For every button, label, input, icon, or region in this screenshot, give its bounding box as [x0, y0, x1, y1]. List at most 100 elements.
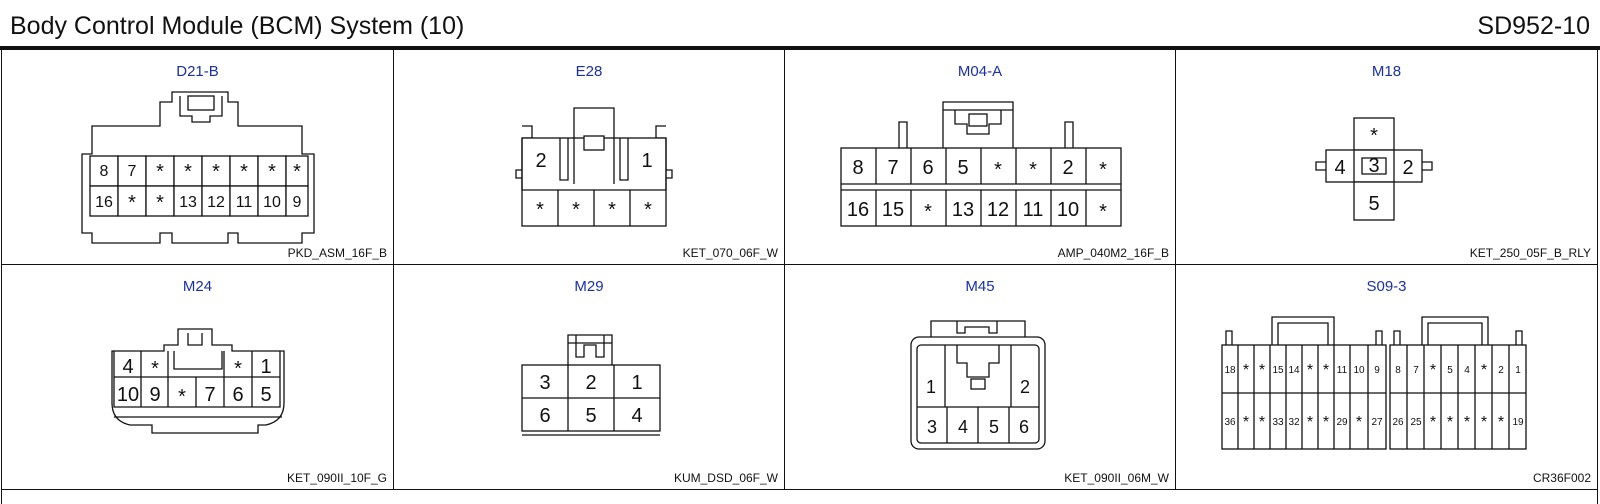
- pin-label: 7: [1413, 365, 1419, 376]
- pin-label: *: [1447, 414, 1453, 431]
- pin-label: *: [293, 161, 301, 183]
- pin-label: 4: [631, 405, 642, 427]
- pin-label: 1: [260, 356, 271, 378]
- pin-grid-left: 18 * * 15 14 * * 11 10 9 36 * * 33 32 * …: [1224, 345, 1383, 449]
- pin-label: *: [178, 386, 186, 408]
- pin-label: 7: [204, 384, 215, 406]
- pin-label: *: [536, 199, 544, 221]
- pin-label: 5: [260, 384, 271, 406]
- pin-label: *: [1243, 362, 1249, 379]
- connector-id: M18: [1371, 63, 1402, 80]
- pin-label: *: [994, 159, 1002, 181]
- pin-label: 1: [926, 377, 936, 397]
- connector-d21b-drawing: 8 7 * * * * * * 16 * * 13 12 11 10 9: [81, 91, 315, 244]
- pin-label: *: [156, 161, 164, 183]
- connector-grid: D21-B 8 7 * * * * * * 16 * * 13 12 11 1: [1, 50, 1598, 490]
- pin-label: 18: [1224, 365, 1236, 376]
- connector-id: M24: [182, 278, 213, 295]
- pin-label: 5: [1447, 365, 1453, 376]
- pin-label: *: [1099, 201, 1107, 223]
- pin-label: 26: [1392, 417, 1404, 428]
- connector-part-number: KET_090II_06M_W: [1064, 471, 1169, 485]
- connector-id: S09-3: [1366, 278, 1407, 295]
- pin-grid: 4 * * 1 10 9 * 7 6 5: [113, 351, 281, 408]
- pin-label: *: [924, 201, 932, 223]
- pin-label: *: [1307, 414, 1313, 431]
- bottom-strip: [1, 490, 1598, 504]
- connector-part-number: PKD_ASM_16F_B: [287, 246, 387, 260]
- connector-cell-d21b: D21-B 8 7 * * * * * * 16 * * 13 12 11 1: [2, 50, 394, 265]
- pin-label: 5: [957, 157, 968, 179]
- pin-label: 15: [1272, 365, 1284, 376]
- pin-label: 7: [128, 163, 137, 180]
- pin-label: *: [1307, 362, 1313, 379]
- connector-id: M04-A: [957, 63, 1003, 80]
- pin-label: 5: [989, 417, 999, 437]
- connector-cell-m29: M29 3 2 1 6 5 4 KUM_DSD_06F_W: [394, 265, 785, 490]
- pin-label: *: [1356, 414, 1362, 431]
- pin-label: *: [1323, 362, 1329, 379]
- pin-label: 9: [293, 194, 302, 211]
- pin-grid-right: 8 7 * 5 4 * 2 1 26 25 * * * * * 19: [1392, 345, 1524, 449]
- connector-cell-m18: M18 * 4 3 2 5 KET_250_05F_B_RLY: [1176, 50, 1597, 265]
- connector-cell-m24: M24 4 * * 1 10 9: [2, 265, 394, 490]
- pin-label: *: [1481, 414, 1487, 431]
- pin-label: 7: [887, 157, 898, 179]
- pin-label: 6: [922, 157, 933, 179]
- connector-id: M45: [965, 278, 995, 295]
- connector-m18-drawing: * 4 3 2 5: [1315, 117, 1433, 221]
- connector-m24-drawing: 4 * * 1 10 9 * 7 6 5: [111, 328, 285, 434]
- pin-grid: 8 7 6 5 * * 2 * 16 15 * 13 12 11 10 *: [847, 148, 1107, 226]
- pin-label: 11: [236, 194, 253, 211]
- pin-label: *: [268, 161, 276, 183]
- pin-label: *: [1498, 414, 1504, 431]
- page-title: Body Control Module (BCM) System (10): [10, 12, 465, 40]
- pin-label: 13: [179, 194, 197, 211]
- pin-label: *: [1099, 159, 1107, 181]
- pin-label: 16: [847, 199, 869, 221]
- pin-label: *: [1259, 414, 1265, 431]
- pin-label: 2: [1498, 365, 1504, 376]
- pin-label: 3: [1368, 155, 1379, 177]
- pin-label: 33: [1272, 417, 1284, 428]
- connector-part-number: KET_070_06F_W: [682, 246, 778, 260]
- pin-label: 6: [232, 384, 243, 406]
- pin-label: 14: [1288, 365, 1300, 376]
- pin-label: *: [128, 192, 136, 214]
- pin-label: *: [644, 199, 652, 221]
- pin-label: 9: [149, 384, 160, 406]
- pin-label: *: [1323, 414, 1329, 431]
- connector-s093-drawing: 18 * * 15 14 * * 11 10 9 36 * * 33 32 * …: [1221, 316, 1527, 450]
- connector-cell-s093: S09-3 18 * * 15 14 * * 11: [1176, 265, 1597, 490]
- pin-label: 1: [1515, 365, 1521, 376]
- pin-label: *: [184, 161, 192, 183]
- pin-label: 6: [539, 405, 550, 427]
- diagram-code: SD952-10: [1477, 12, 1590, 40]
- pin-label: 8: [100, 163, 109, 180]
- pin-label: *: [1259, 362, 1265, 379]
- connector-part-number: AMP_040M2_16F_B: [1057, 246, 1169, 260]
- pin-label: *: [1430, 362, 1436, 379]
- connector-part-number: CR36F002: [1532, 471, 1591, 485]
- connector-id: E28: [575, 63, 603, 80]
- pin-label: *: [156, 192, 164, 214]
- pin-label: *: [1370, 125, 1378, 147]
- pin-label: 10: [1353, 365, 1365, 376]
- pin-label: 2: [1020, 377, 1030, 397]
- pin-label: 9: [1374, 365, 1380, 376]
- pin-label: *: [234, 358, 242, 380]
- pin-label: 11: [1023, 199, 1044, 221]
- pin-label: 8: [1395, 365, 1401, 376]
- pin-label: 10: [263, 194, 281, 211]
- pin-label: 2: [585, 372, 596, 394]
- pin-label: 12: [987, 199, 1009, 221]
- pin-label: 36: [1224, 417, 1236, 428]
- pin-label: 1: [641, 150, 652, 172]
- pin-label: 4: [1334, 157, 1345, 179]
- pin-label: 13: [952, 199, 974, 221]
- pin-grid: 8 7 * * * * * * 16 * * 13 12 11 10 9: [89, 155, 309, 217]
- connector-id: M29: [574, 278, 604, 295]
- pin-label: 15: [882, 199, 904, 221]
- pin-label: 27: [1371, 417, 1383, 428]
- pin-label: 6: [1019, 417, 1029, 437]
